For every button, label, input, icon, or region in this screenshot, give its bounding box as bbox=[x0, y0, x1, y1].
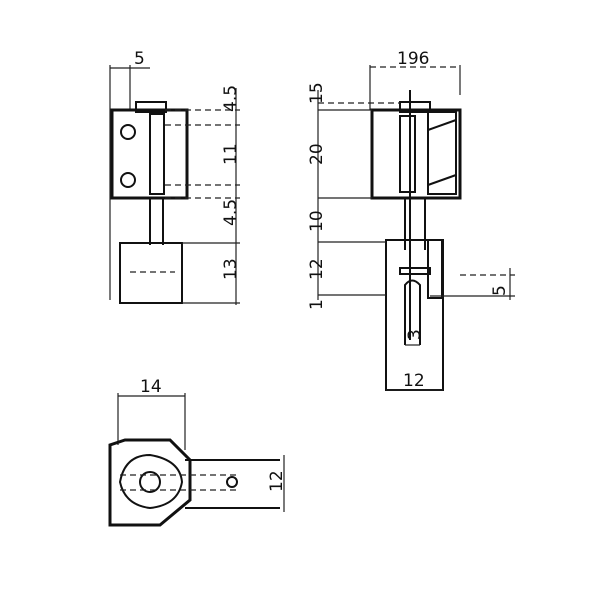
mount-block bbox=[119, 242, 183, 304]
dim-label: 5 bbox=[134, 49, 145, 69]
coil-housing bbox=[370, 108, 462, 200]
dim-label: 12 bbox=[307, 258, 327, 280]
dim-label: 14 bbox=[140, 377, 162, 397]
hole-upper bbox=[120, 124, 136, 140]
dim-label: 13 bbox=[221, 258, 241, 280]
dim-label: 196 bbox=[397, 49, 429, 69]
dim-label: 15 bbox=[307, 82, 327, 104]
shaft-hole bbox=[139, 471, 161, 493]
dim-label: 12 bbox=[267, 470, 287, 492]
plunger-block bbox=[385, 239, 444, 391]
dim-label: 3 bbox=[405, 329, 425, 340]
dim-label: 10 bbox=[307, 210, 327, 232]
dim-label: 5 bbox=[490, 285, 510, 296]
hole-lower bbox=[120, 172, 136, 188]
dim-label: 4.5 bbox=[221, 85, 241, 112]
dim-label: 4.5 bbox=[221, 199, 241, 226]
front-view: 196 15 20 10 12 1 5 3 12 bbox=[307, 49, 515, 391]
top-view: 14 12 bbox=[108, 377, 287, 527]
dim-label: 11 bbox=[221, 143, 241, 165]
dim-label: 12 bbox=[403, 371, 425, 391]
dim-label: 20 bbox=[307, 143, 327, 165]
dim-label: 1 bbox=[307, 299, 327, 310]
flange-outline bbox=[108, 438, 192, 527]
side-view: 5 4.5 11 4.5 13 bbox=[109, 49, 241, 305]
